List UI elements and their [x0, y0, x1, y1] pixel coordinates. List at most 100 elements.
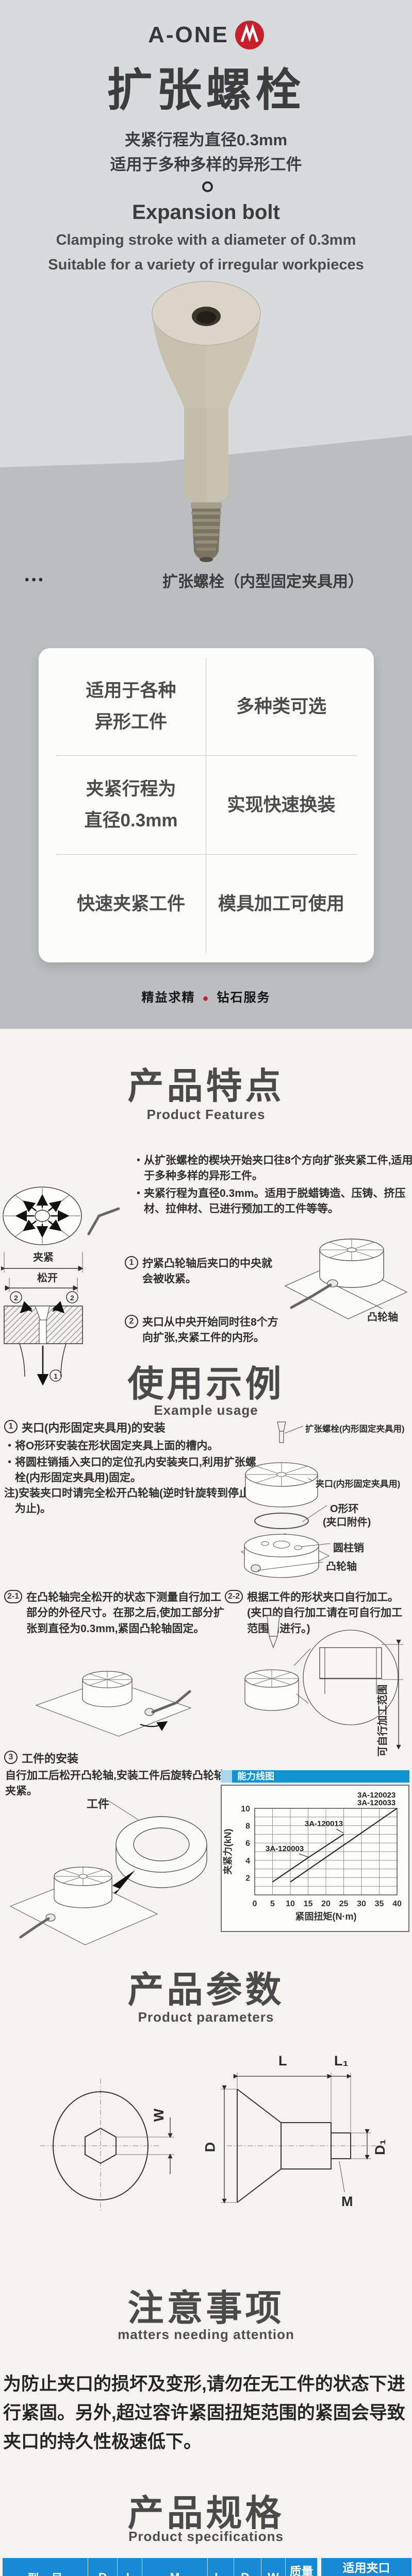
- svg-text:25: 25: [339, 1900, 349, 1908]
- svg-text:40: 40: [392, 1900, 402, 1908]
- spec-header-row: 型 号 D L M L₁ D₁ W 质量 (g): [2, 2557, 318, 2576]
- label-o-ring: O形环: [330, 1503, 359, 1515]
- fit-header-row: 适用夹口 (内形固定夹具用): [321, 2557, 412, 2576]
- svg-text:35: 35: [375, 1900, 384, 1908]
- usage-step1-bullet2: ・将圆柱销插入夹口的定位孔内安装夹口,利用扩张螺栓(内形固定夹具用)固定。: [4, 1456, 256, 1484]
- usage-step3-title-text: 工件的安装: [22, 1752, 79, 1765]
- col-mass: 质量 (g): [285, 2557, 318, 2576]
- col-d1: D₁: [234, 2557, 261, 2576]
- svg-text:紧固扭矩(N·m): 紧固扭矩(N·m): [295, 1911, 357, 1922]
- features-heading: 产品特点: [127, 1066, 285, 1106]
- svg-text:2: 2: [14, 1294, 18, 1302]
- brand-m-icon: [235, 21, 264, 49]
- usage-step3-marker: 3: [4, 1751, 18, 1764]
- svg-text:2: 2: [245, 1874, 250, 1883]
- cam-tightening-diagram: [284, 1239, 408, 1319]
- page-title: 扩张螺栓: [107, 64, 305, 115]
- usage-heading: 使用示例: [127, 1364, 285, 1404]
- svg-text:3A-120013: 3A-120013: [305, 1819, 343, 1828]
- usage-step1-bullet1: ・将O形环安装在形状固定夹具上面的槽内。: [4, 1440, 219, 1452]
- release-label: 松开: [37, 1273, 58, 1284]
- dim-d1-label: D₁: [372, 2139, 388, 2155]
- card-cell-3: 夹紧行程为 直径0.3mm: [56, 756, 206, 855]
- svg-text:6: 6: [245, 1839, 250, 1848]
- dimension-drawing: [40, 2073, 379, 2213]
- label-jaw: 夹口(内形固定夹具用): [316, 1479, 401, 1489]
- usage-step1-note: 注)安装夹口时请完全松开凸轮轴(逆时针旋转到停止为止)。: [4, 1487, 250, 1515]
- hero-en-title: Expansion bolt: [132, 201, 280, 224]
- svg-text:10: 10: [241, 1805, 250, 1814]
- card-cell-2: 多种类可选: [206, 657, 356, 756]
- workpiece-install-diagram: [9, 1800, 207, 1945]
- product-caption: 扩张螺栓（内型固定夹具用）: [162, 573, 364, 590]
- usage-step3-text: 自行加工后松开凸轮轴,安装工件后旋转凸轮轴夹紧。: [5, 1770, 225, 1798]
- svg-text:3A-120003: 3A-120003: [266, 1844, 304, 1853]
- dim-m-label: M: [341, 2194, 353, 2209]
- caption-dots: •••: [25, 573, 46, 587]
- col-l1: L₁: [207, 2557, 234, 2576]
- exploded-assembly-diagram: [240, 1421, 331, 1578]
- svg-text:4: 4: [245, 1857, 250, 1866]
- machining-range-label: 可自行加工范围: [377, 1684, 389, 1757]
- dim-l-label: L: [278, 2053, 287, 2069]
- col-w: W: [261, 2557, 286, 2576]
- measure-tighten-diagram: [35, 1671, 192, 1737]
- dim-w-label: W: [151, 2108, 167, 2122]
- usage-step21: 2-1 在凸轮轴完全松开的状态下测量自行加工部分的外径尺寸。在那之后,使加工部分…: [4, 1590, 226, 1637]
- step-1-text: 拧紧凸轮轴后夹口的中央就会被收紧。: [142, 1258, 272, 1285]
- brand-name: A-ONE: [148, 22, 229, 47]
- label-o-ring-note: (夹口附件): [323, 1517, 371, 1528]
- card-cell-1: 适用于各种 异形工件: [56, 657, 206, 756]
- svg-text:0: 0: [253, 1900, 257, 1908]
- col-m: M: [142, 2557, 208, 2576]
- usage-step22-text: 根据工件的形状夹口自行加工。(夹口的自行加工请在可自行加工范围内进行。): [247, 1591, 403, 1635]
- svg-text:5: 5: [270, 1900, 275, 1908]
- label-pin: 圆柱销: [333, 1543, 364, 1554]
- card-cell-4: 实现快速换装: [206, 756, 356, 855]
- slogan-dot-icon: ●: [202, 993, 210, 1004]
- dim-d-label: D: [202, 2142, 218, 2153]
- usage-step1-title: 1 夹口(内形固定夹具用)的安装: [4, 1420, 231, 1436]
- workpiece-label: 工件: [87, 1798, 110, 1810]
- svg-text:夹紧力(kN): 夹紧力(kN): [222, 1828, 233, 1874]
- svg-text:1: 1: [54, 1372, 58, 1380]
- step-2-text: 夹口从中央开始同时往8个方向扩张,夹紧工件的内形。: [142, 1316, 278, 1344]
- feature-step-1: 1 拧紧凸轮轴后夹口的中央就会被收紧。: [125, 1256, 282, 1287]
- usage-step22: 2-2 根据工件的形状夹口自行加工。(夹口的自行加工请在可自行加工范围内进行。): [225, 1590, 410, 1637]
- usage-step3-title: 3 工件的安装: [4, 1751, 231, 1767]
- brand-logo: A-ONE: [0, 21, 412, 49]
- card-cell-6: 模具加工可使用: [218, 893, 344, 914]
- usage-step22-marker: 2-2: [225, 1590, 243, 1603]
- product-photo-bolt: [152, 281, 261, 562]
- dim-l1-label: L₁: [334, 2053, 349, 2069]
- divider-ring-icon: [202, 181, 213, 192]
- label-expansion-bolt: 扩张螺栓(内形固定夹具用): [305, 1425, 405, 1434]
- hero-en-subtitle-1: Clamping stroke with a diameter of 0.3mm: [56, 232, 356, 248]
- attention-body: 为防止夹口的损坏及变形,请勿在无工件的状态下进行紧固。另外,超过容许紧固扭矩范围…: [3, 2374, 405, 2452]
- col-d: D: [88, 2557, 118, 2576]
- attention-subheading: matters needing attention: [118, 2327, 294, 2342]
- features-subheading: Product Features: [146, 1107, 266, 1122]
- hero-en-subtitle-2: Suitable for a variety of irregular work…: [48, 257, 364, 273]
- capability-chart-title: 能力线图: [232, 1770, 409, 1783]
- specs-subheading: Product specifications: [128, 2529, 284, 2544]
- slogan-left: 精益求精: [141, 991, 195, 1005]
- svg-text:3A-120023: 3A-120023: [357, 1791, 395, 1800]
- feature-step-2: 2 夹口从中央开始同时往8个方向扩张,夹紧工件的内形。: [125, 1315, 285, 1346]
- card-cell-5: 快速夹紧工件: [56, 854, 206, 953]
- col-l: L: [117, 2557, 142, 2576]
- svg-text:30: 30: [357, 1900, 366, 1908]
- step-2-marker: 2: [125, 1315, 138, 1328]
- feature-bullet-1: ・从扩张螺栓的楔块开始夹口往8个方向扩张夹紧工件,适用于多种多样的异形工件。: [133, 1155, 412, 1182]
- chart-header-square-icon: [221, 1770, 232, 1783]
- usage-step21-text: 在凸轮轴完全松开的状态下测量自行加工部分的外径尺寸。在那之后,使加工部分扩张到直…: [26, 1591, 224, 1635]
- spec-table-main: 型 号 D L M L₁ D₁ W 质量 (g) 3A-120004 22.5 …: [2, 2557, 318, 2576]
- label-cam: 凸轮轴: [326, 1561, 357, 1572]
- self-machining-diagram: [244, 1615, 403, 1750]
- clamp-label: 夹紧: [33, 1252, 54, 1263]
- step-1-marker: 1: [125, 1256, 138, 1269]
- slogan-right: 钻石服务: [217, 991, 271, 1005]
- hero-subtitle-2: 适用于多种多样的异形工件: [110, 156, 302, 174]
